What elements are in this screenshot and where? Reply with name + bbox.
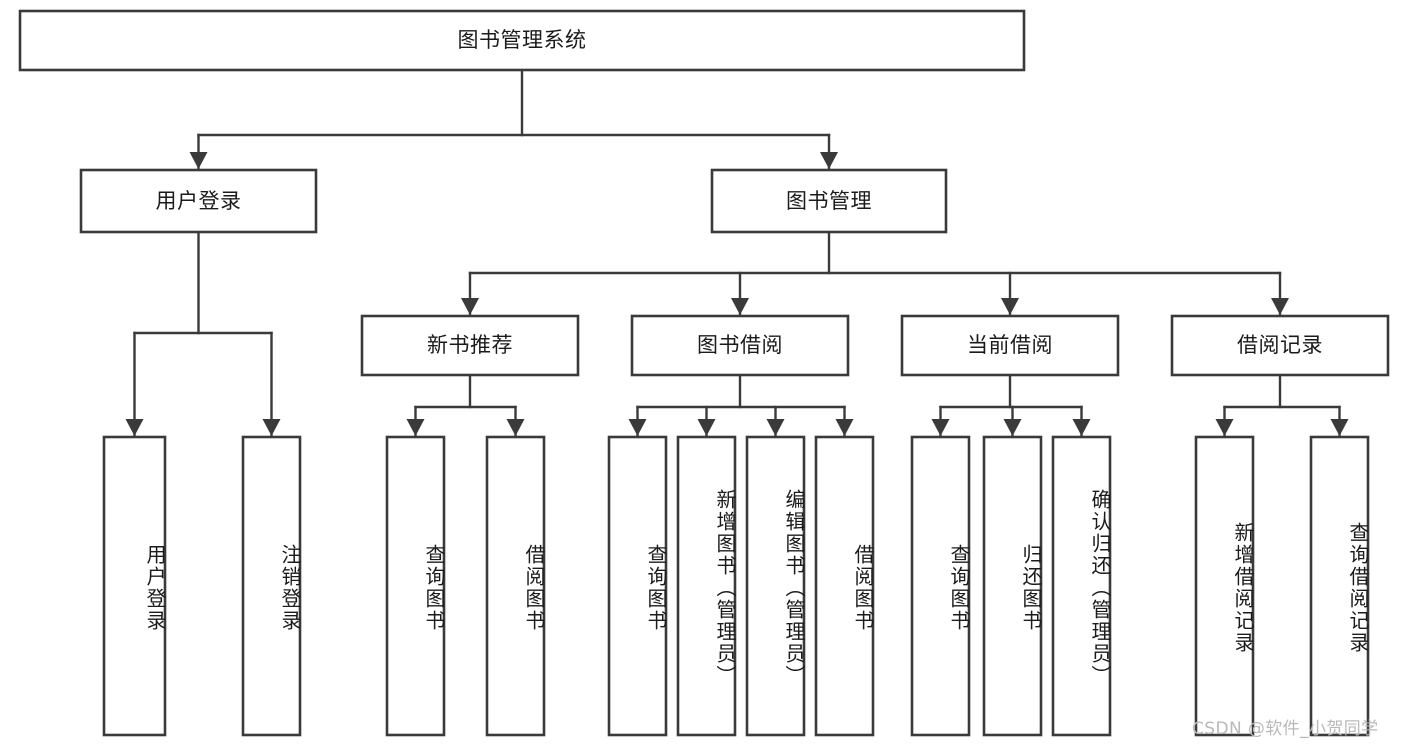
arrow-head — [1072, 419, 1091, 436]
arrow-head — [731, 298, 749, 315]
arrow-head — [1003, 419, 1022, 436]
node-box-leaf-user-logout — [241, 435, 302, 737]
node-box-leaf-add-borrow-record — [1194, 435, 1255, 737]
node-box-leaf-user-login — [102, 435, 167, 737]
node-box-leaf-borrow-book-recommend — [485, 435, 546, 737]
node-box-leaf-query-book-current — [910, 435, 971, 737]
csdn-watermark: CSDN @软件_小贺同学 — [1192, 719, 1379, 739]
arrow-head — [461, 298, 479, 315]
node-box-new-book-recommend — [360, 314, 580, 377]
node-box-book-management — [710, 168, 948, 234]
arrow-head — [1271, 298, 1289, 315]
arrow-head — [1215, 419, 1234, 436]
node-box-book-borrow — [630, 314, 850, 377]
arrow-head — [406, 419, 425, 436]
arrow-head — [189, 152, 208, 169]
node-box-root — [18, 9, 1026, 72]
node-box-current-borrow — [900, 314, 1120, 377]
node-box-borrow-record — [1170, 314, 1390, 377]
arrow-head — [931, 419, 950, 436]
arrow-head — [1330, 419, 1349, 436]
arrow-head — [697, 419, 716, 436]
node-box-leaf-query-book-borrow — [607, 435, 668, 737]
connector-layer — [125, 68, 1349, 437]
node-box-user-login — [79, 168, 318, 234]
arrow-head — [835, 419, 854, 436]
arrow-head — [766, 419, 785, 436]
box-layer — [18, 9, 1390, 737]
arrow-head — [506, 419, 525, 436]
arrow-head — [125, 419, 144, 436]
arrow-head — [820, 152, 838, 169]
arrow-head — [628, 419, 647, 436]
node-box-leaf-query-borrow-record — [1309, 435, 1370, 737]
arrow-head — [1001, 298, 1019, 315]
node-box-leaf-confirm-return — [1051, 435, 1112, 737]
node-box-leaf-borrow-book — [814, 435, 875, 737]
node-box-leaf-return-book — [982, 435, 1043, 737]
arrow-head — [262, 419, 281, 436]
node-box-leaf-query-book-recommend — [385, 435, 446, 737]
node-box-leaf-add-book — [676, 435, 737, 737]
node-box-leaf-edit-book — [745, 435, 806, 737]
